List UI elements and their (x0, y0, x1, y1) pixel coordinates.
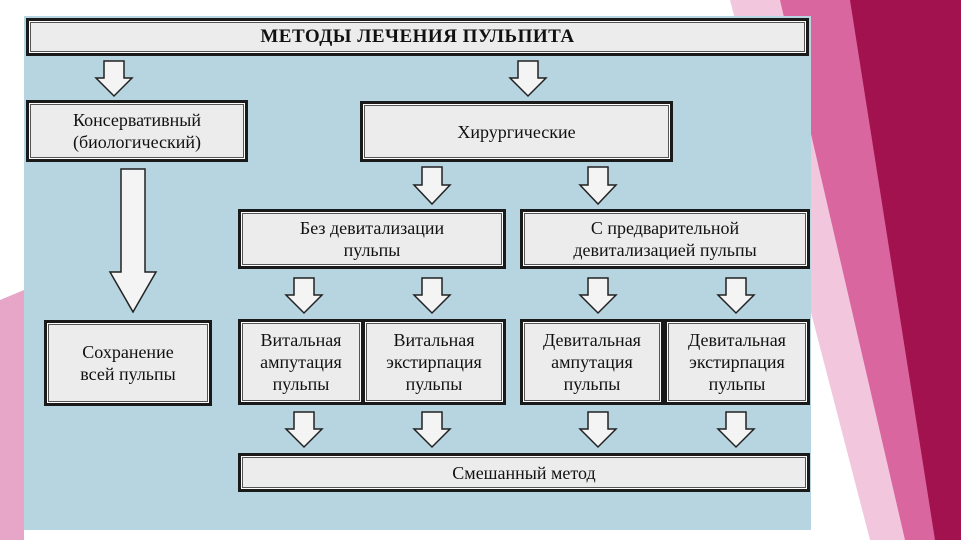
diagram-title: МЕТОДЫ ЛЕЧЕНИЯ ПУЛЬПИТА (26, 18, 809, 56)
devital-extirpation-box: Девитальная экстирпация пульпы (664, 319, 810, 405)
vital-extirpation-line2: экстирпация (386, 352, 482, 372)
devital-extirpation-line3: пульпы (708, 374, 766, 394)
without-devitalization-line1: Без девитализации (299, 218, 445, 238)
mixed-method-text: Смешанный метод (452, 462, 596, 483)
arrow-down-icon (412, 411, 452, 449)
with-devitalization-box: С предварительной девитализацией пульпы (520, 209, 810, 269)
mixed-method-box: Смешанный метод (238, 453, 810, 492)
arrow-down-icon (508, 60, 548, 98)
vital-amputation-line2: ампутация (260, 352, 342, 372)
preserve-pulp-line1: Сохранение (82, 342, 174, 362)
conservative-method-box: Консервативный (биологический) (26, 100, 248, 162)
devital-amputation-box: Девитальная ампутация пульпы (520, 319, 664, 405)
title-text: МЕТОДЫ ЛЕЧЕНИЯ ПУЛЬПИТА (260, 26, 575, 47)
vital-extirpation-line1: Витальная (393, 330, 475, 350)
arrow-down-icon (716, 411, 756, 449)
with-devitalization-line2: девитализацией пульпы (573, 240, 757, 260)
vital-extirpation-line3: пульпы (405, 374, 463, 394)
devital-extirpation-line1: Девитальная (688, 330, 786, 350)
vital-amputation-line3: пульпы (272, 374, 330, 394)
preserve-pulp-line2: всей пульпы (80, 364, 176, 384)
vital-extirpation-box: Витальная экстирпация пульпы (362, 319, 506, 405)
devital-amputation-line3: пульпы (563, 374, 621, 394)
devital-amputation-line1: Девитальная (543, 330, 641, 350)
devital-amputation-line2: ампутация (551, 352, 633, 372)
without-devitalization-box: Без девитализации пульпы (238, 209, 506, 269)
arrow-down-icon (578, 166, 618, 206)
conservative-line2: (биологический) (72, 132, 202, 152)
without-devitalization-line2: пульпы (343, 240, 401, 260)
arrow-down-icon (412, 166, 452, 206)
arrow-down-icon (412, 277, 452, 315)
arrow-down-icon (578, 411, 618, 449)
with-devitalization-line1: С предварительной (590, 218, 740, 238)
arrow-down-icon (716, 277, 756, 315)
surgical-text: Хирургические (457, 121, 576, 142)
arrow-down-icon (94, 60, 134, 98)
devital-extirpation-line2: экстирпация (689, 352, 785, 372)
arrow-down-icon (284, 277, 324, 315)
arrow-down-icon (108, 168, 158, 314)
vital-amputation-line1: Витальная (260, 330, 342, 350)
arrow-down-icon (578, 277, 618, 315)
arrow-down-icon (284, 411, 324, 449)
preserve-pulp-box: Сохранение всей пульпы (44, 320, 212, 406)
vital-amputation-box: Витальная ампутация пульпы (238, 319, 364, 405)
conservative-line1: Консервативный (72, 110, 202, 130)
surgical-method-box: Хирургические (360, 101, 673, 162)
